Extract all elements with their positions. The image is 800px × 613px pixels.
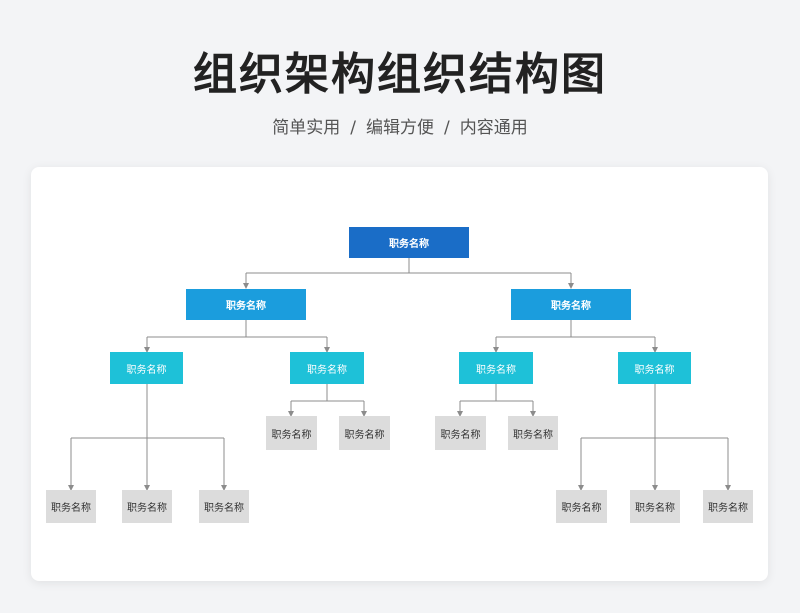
subtitle-part-1: 简单实用 xyxy=(272,118,341,138)
org-node-leaf-l2b[interactable]: 职务名称 xyxy=(339,416,390,450)
connector-dept-right-teams xyxy=(496,320,655,338)
connector-root-depts xyxy=(246,258,571,274)
page-title: 组织架构组织结构图 xyxy=(193,49,607,100)
org-node-leaf-l2a[interactable]: 职务名称 xyxy=(266,416,317,450)
connector-team-l2-leaves xyxy=(291,384,364,402)
org-node-dept-right[interactable]: 职务名称 xyxy=(511,289,631,320)
connector-team-r1-leaves xyxy=(460,384,533,402)
connector-team-r2-leaves xyxy=(581,384,728,439)
org-node-leaf-r2b[interactable]: 职务名称 xyxy=(630,490,680,523)
subtitle-part-2: 编辑方便 xyxy=(366,118,434,138)
subtitle-separator: / xyxy=(444,118,450,138)
connector-dept-left-teams xyxy=(147,320,327,338)
org-node-team-l2[interactable]: 职务名称 xyxy=(290,352,364,384)
connector-team-l1-leaves xyxy=(71,384,224,439)
org-node-root[interactable]: 职务名称 xyxy=(349,227,469,258)
org-node-leaf-l1b[interactable]: 职务名称 xyxy=(122,490,172,523)
org-node-leaf-l1a[interactable]: 职务名称 xyxy=(46,490,96,523)
org-node-team-l1[interactable]: 职务名称 xyxy=(110,352,183,384)
page-subtitle: 简单实用 / 编辑方便 / 内容通用 xyxy=(0,113,800,138)
org-node-leaf-l1c[interactable]: 职务名称 xyxy=(199,490,249,523)
org-node-leaf-r2c[interactable]: 职务名称 xyxy=(703,490,753,523)
org-node-dept-left[interactable]: 职务名称 xyxy=(186,289,306,320)
subtitle-part-3: 内容通用 xyxy=(459,118,528,138)
org-node-team-r1[interactable]: 职务名称 xyxy=(459,352,533,384)
subtitle-separator: / xyxy=(350,118,356,138)
org-node-leaf-r1a[interactable]: 职务名称 xyxy=(435,416,486,450)
org-node-leaf-r1b[interactable]: 职务名称 xyxy=(508,416,558,450)
org-node-team-r2[interactable]: 职务名称 xyxy=(618,352,691,384)
org-node-leaf-r2a[interactable]: 职务名称 xyxy=(556,490,607,523)
